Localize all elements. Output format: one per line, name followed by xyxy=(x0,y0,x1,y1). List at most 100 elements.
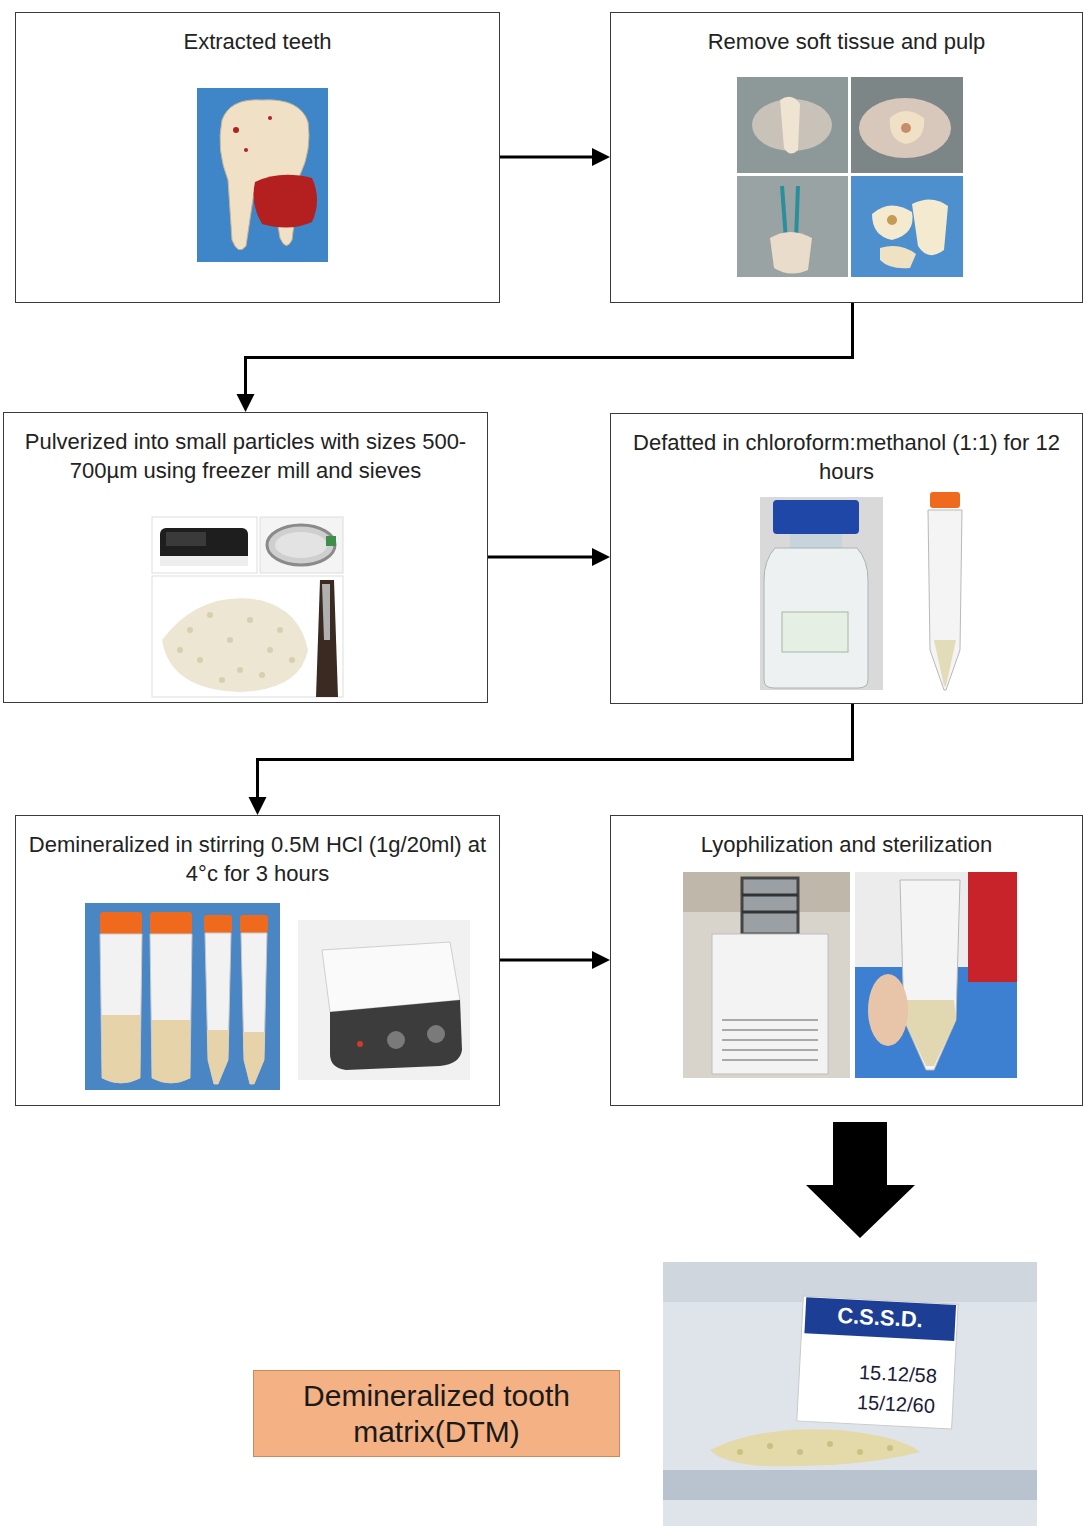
photo-detail xyxy=(851,77,963,173)
photo-detail xyxy=(887,1445,893,1451)
photo-detail xyxy=(150,934,192,1083)
process-box: Demineralized in stirring 0.5M HCl (1g/2… xyxy=(15,815,500,1106)
photo-detail xyxy=(330,1000,462,1070)
photo-detail xyxy=(277,627,283,633)
result-box: Demineralized tooth matrix(DTM) xyxy=(253,1370,620,1457)
arrow-head xyxy=(592,548,610,566)
photo-detail xyxy=(722,1049,818,1051)
arrow-head xyxy=(237,394,255,412)
photo-detail xyxy=(267,647,273,653)
photo-detail xyxy=(227,637,233,643)
photo-detail xyxy=(742,878,798,934)
photo-detail xyxy=(868,974,908,1046)
photo-detail xyxy=(237,667,243,673)
flow-arrow xyxy=(249,704,853,815)
photo-detail xyxy=(934,640,956,686)
photo-detail xyxy=(782,612,848,652)
photo-detail xyxy=(742,894,798,897)
photo-detail xyxy=(205,933,231,1084)
photo-detail xyxy=(152,1020,190,1083)
step-label: Lyophilization and sterilization xyxy=(611,816,1082,859)
sticker-date: 15/12/60 xyxy=(845,1387,946,1420)
milling-photos xyxy=(152,517,343,697)
photo-detail xyxy=(162,598,308,692)
photo-detail xyxy=(102,1015,140,1083)
photo-detail xyxy=(663,1262,1037,1302)
photo-detail xyxy=(247,617,253,623)
lyophilization-photos xyxy=(683,872,1017,1078)
process-box: Defatted in chloroform:methanol (1:1) fo… xyxy=(610,413,1083,704)
arrow-line xyxy=(500,156,596,159)
photo-detail xyxy=(722,1039,818,1041)
photo-detail xyxy=(859,98,951,158)
photo-detail xyxy=(233,127,239,133)
photo-detail xyxy=(322,942,460,1012)
photo-detail xyxy=(289,657,295,663)
photo-detail xyxy=(796,186,798,240)
photo-detail xyxy=(912,199,948,255)
photo-detail xyxy=(760,497,883,690)
photo-detail xyxy=(767,1443,773,1449)
photo-detail xyxy=(197,657,203,663)
photo-detail xyxy=(100,934,142,1083)
photo-detail xyxy=(890,111,924,144)
photo-detail xyxy=(100,912,268,1084)
photo-detail xyxy=(790,534,842,548)
arrow-line xyxy=(488,556,596,559)
photo-detail xyxy=(722,1020,818,1060)
photo-detail xyxy=(152,576,343,697)
photo-detail xyxy=(764,548,868,688)
flow-arrow xyxy=(488,548,610,566)
photo-detail xyxy=(737,1441,893,1455)
photo-detail xyxy=(387,1031,405,1049)
photo-detail xyxy=(857,1449,863,1455)
photo-detail xyxy=(254,175,317,228)
photo-detail xyxy=(267,525,335,565)
flow-arrow xyxy=(237,303,853,412)
photo-detail xyxy=(880,246,916,268)
photo-detail xyxy=(259,672,265,678)
photo-detail xyxy=(160,556,248,566)
step-label: Remove soft tissue and pulp xyxy=(611,13,1082,56)
photo-detail xyxy=(207,612,213,618)
photo-detail xyxy=(780,97,800,154)
photo-detail xyxy=(357,1041,363,1047)
photo-detail xyxy=(887,215,897,225)
arrow-head xyxy=(249,797,267,815)
photo-detail xyxy=(827,1441,833,1447)
photo-detail xyxy=(712,934,828,1074)
photo-detail xyxy=(797,1296,958,1429)
photo-detail xyxy=(322,584,330,640)
photo-detail xyxy=(851,176,963,277)
photo-detail xyxy=(722,1019,818,1021)
photo-detail xyxy=(872,205,913,240)
photo-detail xyxy=(427,1025,445,1043)
arrow-head xyxy=(592,951,610,969)
flow-arrow xyxy=(500,148,610,166)
arrow-head xyxy=(592,148,610,166)
photo-detail xyxy=(773,500,859,534)
photo-detail xyxy=(197,88,328,262)
flow-arrow xyxy=(500,951,610,969)
photo-detail xyxy=(782,186,786,240)
photo-detail xyxy=(722,1059,818,1061)
photo-detail xyxy=(275,532,327,558)
step-label: Extracted teeth xyxy=(16,13,499,56)
photo-detail xyxy=(901,123,911,133)
photo-detail xyxy=(268,116,272,120)
process-box: Pulverized into small particles with siz… xyxy=(3,412,488,703)
photo-detail xyxy=(298,920,470,1080)
photo-detail xyxy=(220,100,309,250)
photo-detail xyxy=(663,1470,1037,1500)
tooth-photo xyxy=(197,88,328,262)
arrow-line xyxy=(258,704,853,801)
photo-detail xyxy=(742,911,798,914)
process-box: Lyophilization and sterilization xyxy=(610,815,1083,1106)
photo-detail xyxy=(900,880,960,1070)
photo-detail xyxy=(240,915,268,933)
photo-detail xyxy=(241,933,267,1084)
photo-detail xyxy=(152,517,257,573)
photo-detail xyxy=(804,1297,956,1341)
